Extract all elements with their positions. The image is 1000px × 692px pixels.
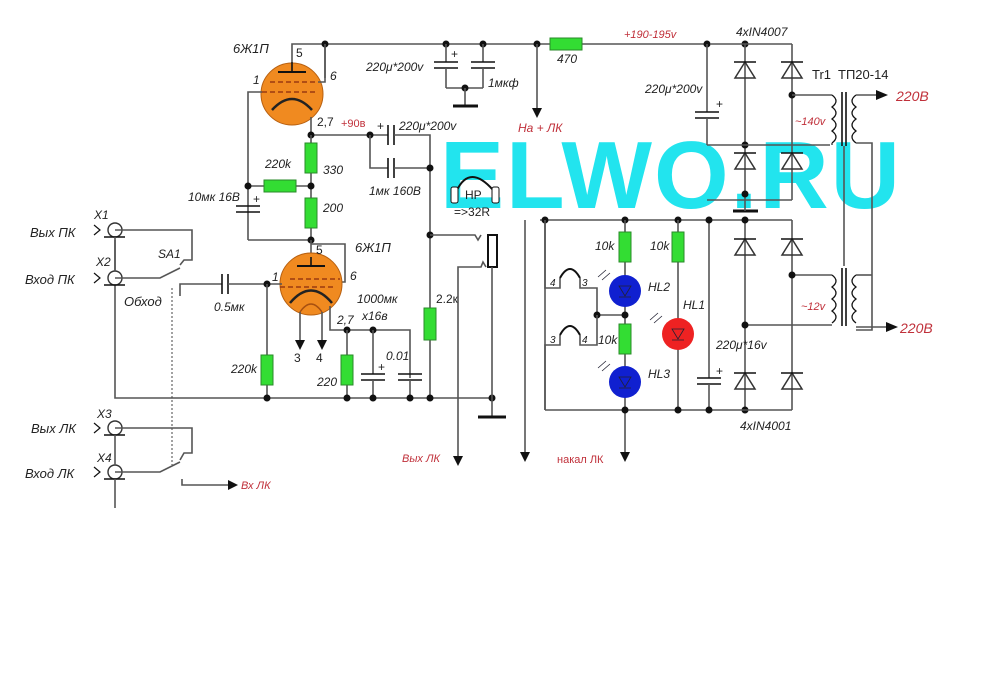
plug-pin-4b: 4 (582, 335, 588, 346)
tube-top-pin6: 6 (330, 69, 337, 83)
vh-lk-label: Вх ЛК (241, 480, 271, 492)
svg-text:+: + (451, 47, 458, 61)
secondary-lv-label: ~12v (801, 301, 827, 313)
transformer-name: Tr1 (812, 67, 831, 82)
headphones-icon (450, 176, 500, 204)
b-plus-voltage: +190-195v (624, 29, 678, 41)
tube-bottom-cathode-pins: 2,7 (336, 313, 355, 327)
secondary-hv-label: ~140v (795, 116, 827, 128)
cap-001-label: 0.01 (386, 349, 409, 363)
filter-caps-top: + (434, 44, 495, 108)
svg-text:+: + (716, 364, 723, 378)
led-hl2 (609, 275, 641, 307)
bridge-lv-label: 4xIN4001 (740, 419, 791, 433)
cap-coupling-film-label: 1мк 160В (369, 184, 421, 198)
res-200-label: 200 (322, 201, 343, 215)
tube-bottom-pin5: 5 (316, 243, 323, 257)
tube-top-pin1: 1 (253, 73, 260, 87)
heater-pin-3: 3 (294, 351, 301, 365)
cap-05-label: 0.5мк (214, 300, 246, 314)
res-22k-label: 2.2к (436, 292, 459, 306)
res-220-label: 220 (316, 375, 337, 389)
resistor-220-cathode (340, 354, 354, 386)
cap-10mk-label: 10мк 16В (188, 190, 240, 204)
hp-impedance: =>32R (454, 205, 490, 219)
svg-text:+: + (377, 119, 384, 133)
coupling-caps: + (307, 119, 434, 398)
resistor-10k-hl3 (618, 323, 632, 355)
sa1-label: SA1 (158, 247, 181, 261)
vyh-lk-output-label: Вых ЛК (402, 453, 441, 465)
connectors-lk (93, 420, 238, 508)
transformer (745, 90, 898, 332)
resistor-330 (304, 142, 318, 174)
svg-text:+: + (378, 360, 385, 374)
bridge-hv-label: 4xIN4007 (736, 25, 789, 39)
x1-label: X1 (93, 208, 109, 222)
connectors-pk (93, 222, 193, 465)
res-10k-c-label: 10k (598, 333, 618, 347)
resistor-10k-hl1 (671, 231, 685, 263)
ground-bus (114, 240, 506, 419)
tube-top (247, 44, 326, 240)
res-10k-b-label: 10k (650, 239, 670, 253)
plug-pin-3b: 3 (550, 335, 556, 346)
tube-top-cathode-pins: 2,7 (317, 115, 334, 129)
na-plus-lk-label: На + ЛК (518, 121, 563, 135)
resistor-470 (549, 37, 583, 51)
led-hl3 (609, 366, 641, 398)
hl1-label: HL1 (683, 298, 705, 312)
res-220k-grid-label: 220k (230, 362, 258, 376)
cap-hv-label: 220μ*200v (644, 82, 703, 96)
arrow-down-icon (532, 108, 542, 118)
cap-top-main-label: 220μ*200v (365, 60, 424, 74)
resistor-200 (304, 197, 318, 229)
cap-coupling-label: 220μ*200v (398, 119, 457, 133)
hl3-label: HL3 (648, 367, 670, 381)
heater-pin-4: 4 (316, 351, 323, 365)
mains-220-top: 220В (895, 88, 929, 104)
resistor-220k-grid (260, 354, 274, 386)
bridge-lv: + (540, 216, 804, 414)
tube-top-pin5: 5 (296, 46, 303, 60)
tube-bottom (279, 240, 411, 378)
hp-label: HP (465, 188, 482, 202)
vyh-lk-label: Вых ЛК (31, 421, 77, 436)
hl2-label: HL2 (648, 280, 670, 294)
x2-label: X2 (95, 255, 111, 269)
led-hl1 (662, 318, 694, 350)
resistor-220k-feedback (263, 179, 297, 193)
tube-bottom-pin1: 1 (272, 270, 279, 284)
vhod-lk-label: Вход ЛК (25, 466, 76, 481)
cap-1000-label: 1000мк (357, 292, 399, 306)
vyh-pk-label: Вых ПК (30, 225, 77, 240)
svg-text:+: + (253, 192, 260, 206)
x4-label: X4 (96, 451, 112, 465)
svg-text:+: + (716, 97, 723, 111)
resistor-470-label: 470 (557, 52, 577, 66)
res-330-label: 330 (323, 163, 343, 177)
obhod-label: Обход (124, 294, 162, 309)
cap-1000-voltage-label: x16в (361, 309, 388, 323)
tube-bottom-name: 6Ж1П (355, 240, 391, 255)
tube-top-name: 6Ж1П (233, 41, 269, 56)
plug-pin-4a: 4 (550, 278, 556, 289)
voltage-90: +90в (341, 118, 366, 130)
res-10k-a-label: 10k (595, 239, 615, 253)
cap-lv-label: 220μ*16v (715, 338, 768, 352)
watermark: ELWO.RU (440, 122, 902, 229)
headphone-jack (426, 231, 498, 466)
res-220k-feedback-label: 220k (264, 157, 292, 171)
plug-pin-3a: 3 (582, 278, 588, 289)
resistor-10k-hl2 (618, 231, 632, 263)
transformer-type: ТП20-14 (838, 67, 889, 82)
resistor-2-2k (423, 307, 437, 341)
nakal-lk-label: накал ЛК (557, 454, 604, 466)
vhod-pk-label: Вход ПК (25, 272, 76, 287)
tube-bottom-pin6: 6 (350, 269, 357, 283)
x3-label: X3 (96, 407, 112, 421)
mains-220-bottom: 220В (899, 320, 933, 336)
cap-top-film-label: 1мкф (488, 76, 519, 90)
